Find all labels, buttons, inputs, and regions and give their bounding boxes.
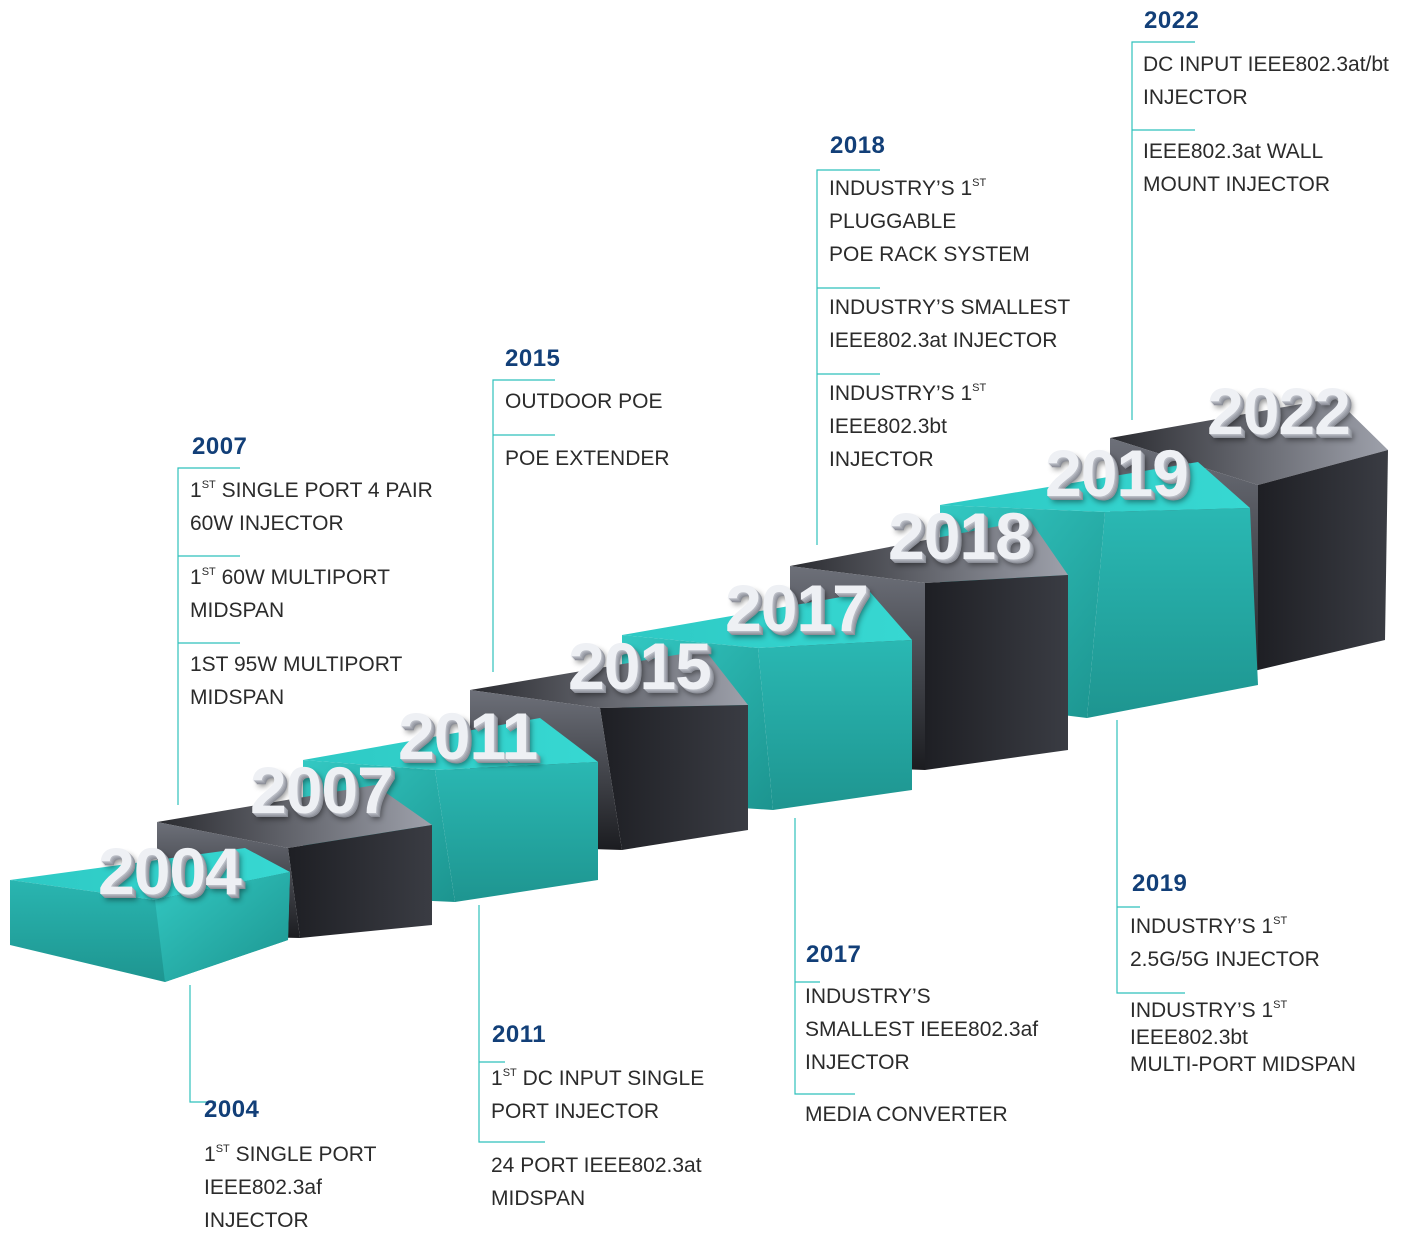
step-label-2018: 2018 <box>888 499 1032 573</box>
milestone-item: 24 PORT IEEE802.3at MIDSPAN <box>491 1154 702 1210</box>
milestone-item: 1ST 95W MULTIPORT MIDSPAN <box>190 653 403 709</box>
milestone-item: 1ST SINGLE PORT 4 PAIR 60W INJECTOR <box>190 479 433 535</box>
milestone-item: 1ST 60W MULTIPORT MIDSPAN <box>190 566 390 622</box>
milestone-item: 1ST DC INPUT SINGLE PORT INJECTOR <box>491 1067 705 1123</box>
milestone-item: INDUSTRY’S 1ST 2.5G/5G INJECTOR <box>1130 915 1320 971</box>
connector-lines <box>177 41 1195 1143</box>
milestone-item: INDUSTRY’S 1ST IEEE802.3bt INJECTOR <box>829 382 987 471</box>
milestone-item: IEEE802.3at WALL MOUNT INJECTOR <box>1143 140 1331 196</box>
milestone-year: 2018 <box>830 132 886 159</box>
milestone-year: 2007 <box>192 433 248 460</box>
milestone-item: OUTDOOR POE <box>505 390 663 413</box>
milestone-item: MEDIA CONVERTER <box>805 1103 1008 1126</box>
milestone-year: 2015 <box>505 345 561 372</box>
milestone-item: POE EXTENDER <box>505 447 670 470</box>
step-label-2017: 2017 <box>725 571 869 645</box>
step-label-2019: 2019 <box>1045 436 1189 510</box>
milestone-item: INDUSTRY’S SMALLEST IEEE802.3at INJECTOR <box>829 296 1071 352</box>
milestone-year: 2011 <box>492 1021 547 1048</box>
milestone-year: 2019 <box>1132 870 1188 897</box>
milestone-item: DC INPUT IEEE802.3at/bt INJECTOR <box>1143 53 1389 109</box>
step-label-2007: 2007 <box>250 753 394 827</box>
step-label-2011: 2011 <box>398 699 538 773</box>
milestone-year: 2004 <box>204 1096 260 1123</box>
milestone-item: INDUSTRY’S 1ST PLUGGABLE POE RACK SYSTEM <box>829 177 1030 266</box>
milestone-year: 2017 <box>806 941 862 968</box>
step-label-2022: 2022 <box>1207 374 1351 448</box>
block-2004 <box>10 848 290 982</box>
step-label-2015: 2015 <box>568 629 712 703</box>
milestone-item: INDUSTRY’S SMALLEST IEEE802.3af INJECTOR <box>805 985 1039 1074</box>
milestone-item: INDUSTRY’S 1ST IEEE802.3bt MULTI-PORT MI… <box>1130 999 1356 1076</box>
milestone-item: 1ST SINGLE PORT IEEE802.3af INJECTOR <box>204 1143 377 1232</box>
step-label-2004: 2004 <box>98 834 242 908</box>
milestone-year: 2022 <box>1144 7 1200 34</box>
